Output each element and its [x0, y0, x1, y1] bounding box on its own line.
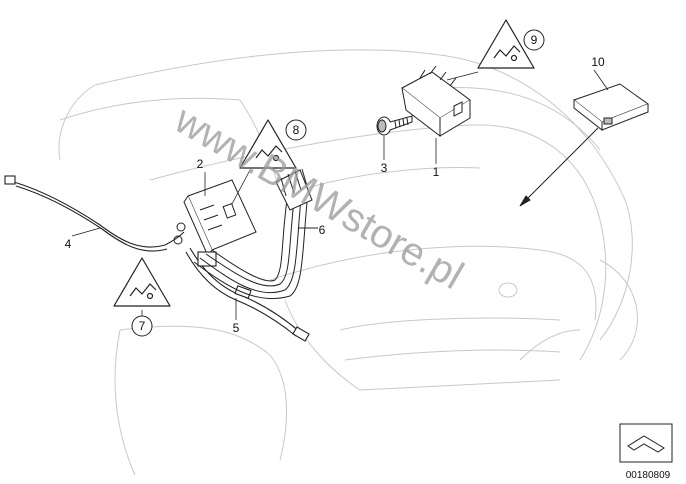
callout-9: 9	[523, 29, 545, 51]
amplifier-2	[173, 179, 257, 258]
warning-triangle-9	[477, 19, 535, 69]
callout-8: 8	[285, 119, 307, 141]
callout-10: 10	[591, 55, 605, 69]
callout-7: 7	[131, 315, 153, 337]
callout-2: 2	[197, 157, 204, 171]
callout-6: 6	[319, 223, 326, 237]
callout-number-9: 9	[531, 33, 538, 47]
car-outline	[58, 49, 638, 476]
antenna-cable-4	[4, 175, 185, 252]
warning-triangle-7	[113, 257, 171, 307]
callout-1: 1	[433, 165, 440, 179]
module-10	[572, 83, 650, 132]
leader-lines	[71, 40, 609, 320]
screw-3	[376, 115, 413, 136]
callout-5: 5	[233, 321, 240, 335]
diagram-reference-number: 00180809	[626, 470, 671, 481]
control-unit-1	[401, 65, 471, 138]
bmw-page-corner-icon	[619, 423, 673, 463]
callout-number-7: 7	[139, 319, 146, 333]
warning-triangle-8	[239, 119, 297, 169]
pointer-arrow-icon	[519, 127, 599, 207]
callout-number-8: 8	[293, 123, 300, 137]
callout-3: 3	[381, 161, 388, 175]
callout-4: 4	[65, 237, 72, 251]
